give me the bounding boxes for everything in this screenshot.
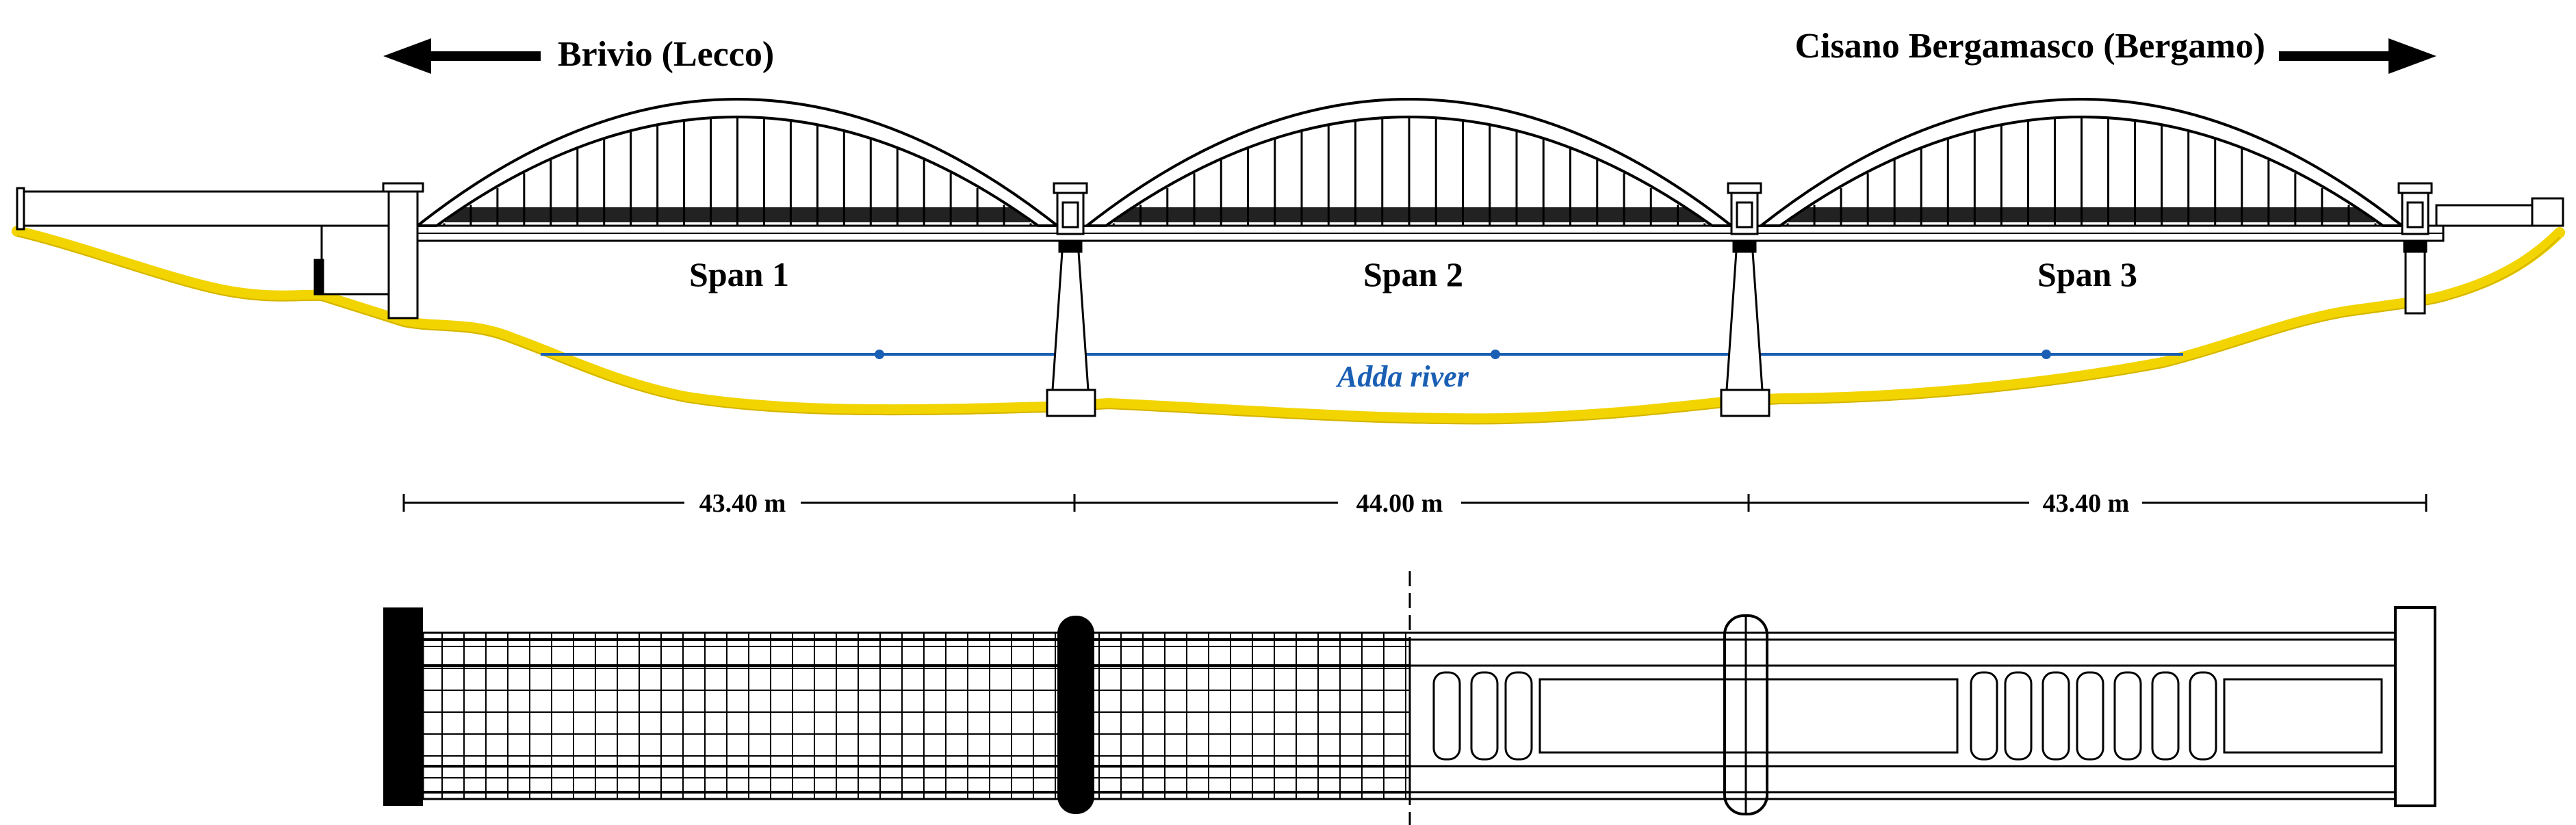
river-line: Adda river	[541, 350, 2183, 393]
arrow-right-icon	[2388, 38, 2436, 74]
plan-opening	[2189, 671, 2217, 761]
plan-opening	[1470, 671, 1499, 761]
left-abutment	[382, 182, 424, 319]
arch-span-1	[413, 98, 1061, 227]
river-marker	[2042, 350, 2051, 359]
plan-left-abutment	[383, 607, 423, 806]
bridge-deck	[402, 224, 2445, 242]
plan-opening	[2004, 671, 2033, 761]
dimension-span-1: 43.40 m	[699, 489, 786, 518]
plan-opening	[2042, 671, 2070, 761]
arch-span-2	[1083, 98, 1736, 227]
span-3-label: Span 3	[2037, 255, 2137, 293]
river-marker	[1491, 350, 1500, 359]
dimension-line	[402, 494, 2427, 512]
ground-edge	[16, 235, 2560, 425]
right-approach	[2435, 197, 2564, 227]
span-2-label: Span 2	[1363, 255, 1463, 293]
river-marker	[875, 350, 884, 359]
plan-deck-outline	[422, 631, 2409, 800]
plan-opening	[1504, 671, 1533, 761]
plan-panel	[1538, 678, 1959, 754]
arches	[413, 98, 2406, 227]
span-1-label: Span 1	[689, 255, 789, 293]
direction-right-label: Cisano Bergamasco (Bergamo)	[1795, 27, 2265, 66]
river-label: Adda river	[1335, 360, 1469, 393]
plan-opening	[1970, 671, 1998, 761]
plan-right-abutment	[2394, 606, 2436, 807]
direction-left: Brivio (Lecco)	[383, 35, 774, 74]
pier-1	[1046, 182, 1096, 417]
ground-profile	[12, 226, 2565, 425]
arch-span-3	[1757, 98, 2406, 227]
plan-opening	[2151, 671, 2180, 761]
arrow-left-icon	[383, 38, 431, 74]
plan-opening	[2076, 671, 2104, 761]
dimension-span-2: 44.00 m	[1356, 489, 1443, 518]
plan-opening	[1432, 671, 1461, 761]
right-abutment	[2397, 182, 2433, 315]
plan-opening	[2113, 671, 2142, 761]
pier-2	[1720, 182, 1770, 417]
dimension-span-3: 43.40 m	[2043, 489, 2130, 518]
plan-view	[383, 571, 2436, 825]
direction-right: Cisano Bergamasco (Bergamo)	[1795, 27, 2436, 74]
direction-left-label: Brivio (Lecco)	[558, 35, 774, 74]
plan-panel	[2223, 678, 2383, 754]
plan-pier-1	[1057, 616, 1094, 814]
